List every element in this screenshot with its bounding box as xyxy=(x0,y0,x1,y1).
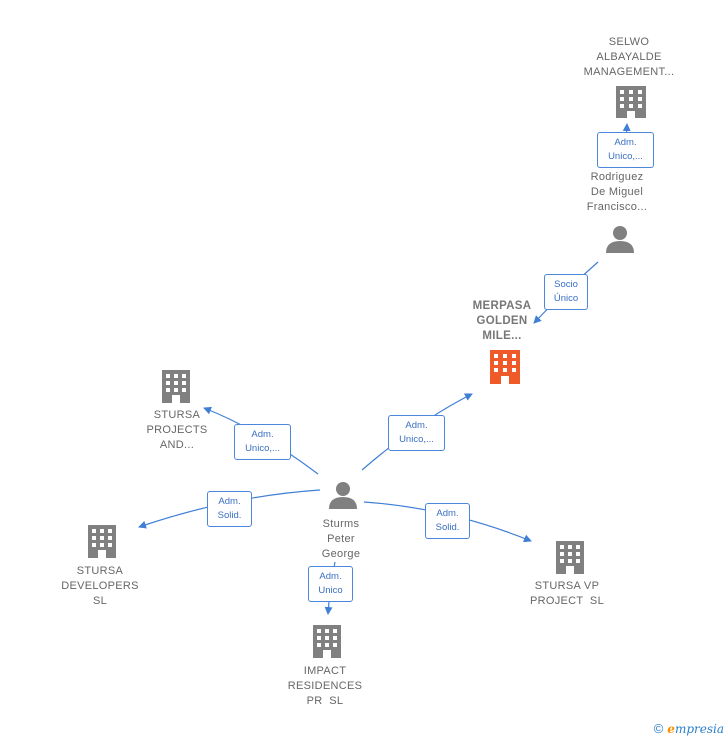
node-label-stursa-developers[interactable]: STURSA DEVELOPERS SL xyxy=(61,565,139,607)
node-label-rodriguez[interactable]: Rodriguez De Miguel Francisco... xyxy=(586,171,648,213)
edge-label-rodriguez-merpasa[interactable]: Socio Único xyxy=(544,274,588,310)
building-icon xyxy=(490,350,520,384)
edge-label-sturms-impact[interactable]: Adm. Unico xyxy=(308,566,353,602)
building-icon xyxy=(162,370,190,403)
building-icon xyxy=(616,86,646,118)
copyright-icon: © xyxy=(653,721,664,736)
edge-label-sturms-stursa-vp[interactable]: Adm. Solid. xyxy=(425,503,470,539)
edge-label-sturms-merpasa[interactable]: Adm. Unico,... xyxy=(388,415,445,451)
node-label-sturms[interactable]: Sturms Peter George xyxy=(321,518,361,560)
node-label-merpasa[interactable]: MERPASA GOLDEN MILE... xyxy=(472,300,532,342)
edge-label-sturms-stursa-projects[interactable]: Adm. Unico,... xyxy=(234,424,291,460)
footer-brand: © empresia xyxy=(654,721,724,736)
node-label-impact[interactable]: IMPACT RESIDENCES PR SL xyxy=(287,665,363,707)
person-icon xyxy=(329,482,357,509)
person-icon xyxy=(606,226,634,253)
building-icon xyxy=(88,525,116,558)
node-label-stursa-projects[interactable]: STURSA PROJECTS AND... xyxy=(146,409,208,451)
building-icon xyxy=(313,625,341,658)
node-label-selwo[interactable]: SELWO ALBAYALDE MANAGEMENT... xyxy=(583,36,675,78)
node-label-stursa-vp[interactable]: STURSA VP PROJECT SL xyxy=(529,580,604,607)
edge-label-sturms-stursa-developers[interactable]: Adm. Solid. xyxy=(207,491,252,527)
edge-label-rodriguez-selwo[interactable]: Adm. Unico,... xyxy=(597,132,654,168)
brand-logo[interactable]: empresia xyxy=(667,721,724,736)
building-icon xyxy=(556,541,584,574)
